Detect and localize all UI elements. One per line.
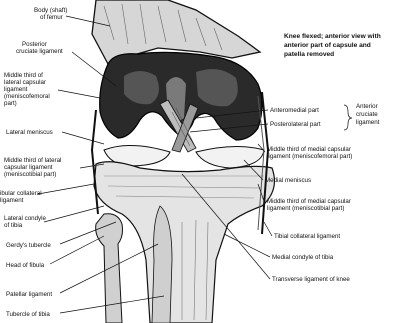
label-patellar-ligament: Patellar ligament	[6, 291, 52, 298]
label-lateral-condyle-tibia: Lateral condyle of tibia	[4, 215, 48, 229]
label-posterolateral-part: Posterolateral part	[270, 121, 321, 128]
title-line-3: patella removed	[284, 51, 334, 58]
left-labels: Body (shaft) of femur Posterior cruciate…	[0, 7, 69, 318]
label-transverse-ligament: Transverse ligament of knee	[272, 276, 350, 283]
label-middle-third-lateral-meniscotibial: Middle third of lateral capsular ligamen…	[4, 157, 63, 178]
figure-title: Knee flexed; anterior view with anterior…	[284, 33, 381, 58]
label-fibular-collateral: ibular collateral ligament	[0, 190, 43, 204]
label-posterior-cruciate: Posterior cruciate ligament	[16, 41, 63, 55]
label-head-fibula: Head of fibula	[6, 262, 45, 269]
label-tubercle-tibia: Tubercle of tibia	[6, 311, 50, 318]
label-body-femur: Body (shaft) of femur	[34, 7, 69, 21]
title-line-1: Knee flexed; anterior view with	[284, 33, 381, 40]
label-medial-meniscus: Medial meniscus	[265, 177, 311, 184]
label-middle-third-medial-meniscotibial: Middle third of medial capsular ligament…	[267, 198, 353, 212]
right-labels: Anteromedial part Posterolateral part An…	[265, 103, 380, 283]
label-gerdys-tubercle: Gerdy's tubercle	[6, 242, 51, 249]
label-medial-condyle-tibia: Medial condyle of tibia	[272, 254, 334, 261]
title-line-2: anterior part of capsule and	[284, 42, 371, 49]
label-middle-third-medial-meniscofemoral: Middle third of medial capsular ligament…	[267, 146, 353, 160]
label-anteromedial-part: Anteromedial part	[270, 107, 319, 114]
label-lateral-meniscus: Lateral meniscus	[6, 129, 53, 136]
label-anterior-cruciate: Anterior cruciate ligament	[356, 103, 380, 126]
label-tibial-collateral: Tibial collateral ligament	[274, 233, 340, 240]
label-middle-third-lateral-meniscofemoral: Middle third of lateral capsular ligamen…	[4, 72, 51, 107]
